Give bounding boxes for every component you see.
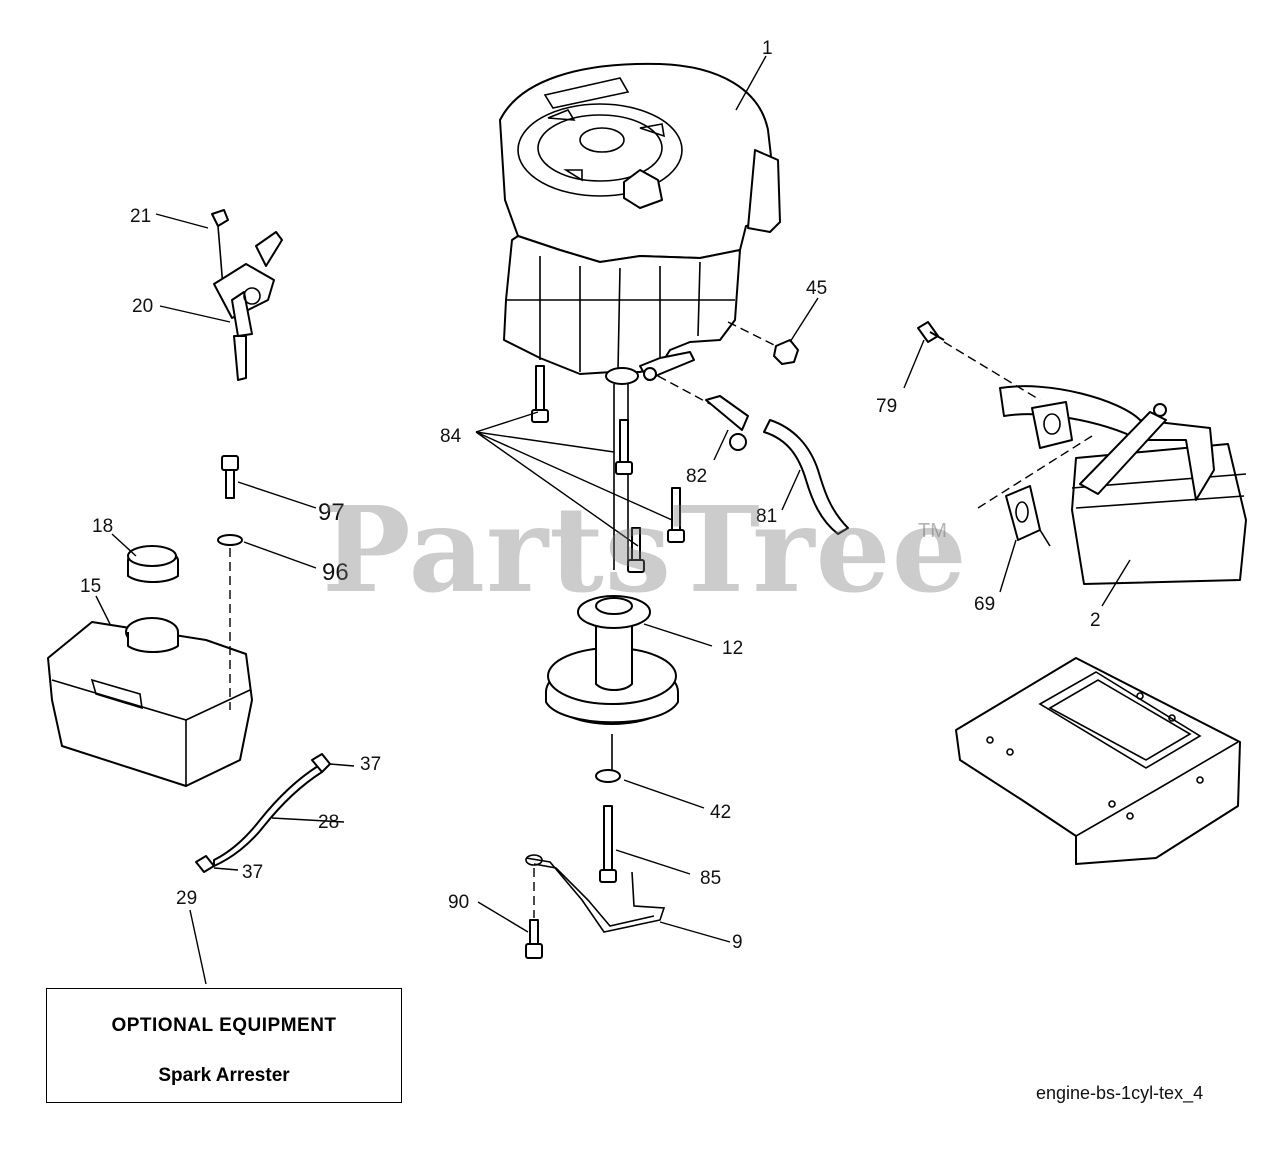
- callout-20: 20: [132, 296, 153, 317]
- callout-84: 84: [440, 426, 462, 447]
- fuel-line-part: [195, 753, 331, 873]
- nut-part: [773, 339, 799, 365]
- callout-37-top: 37: [360, 754, 381, 775]
- callout-85: 85: [700, 868, 721, 889]
- bolt-84-set: [531, 365, 685, 573]
- trademark-mark: TM: [918, 520, 947, 542]
- bracket-part: [525, 854, 666, 933]
- callout-81: 81: [756, 506, 777, 527]
- washer-bolt-42-85: [595, 769, 621, 883]
- engine-mount-plate: [955, 657, 1241, 865]
- muffler-part: [999, 385, 1247, 585]
- optional-equipment-item: Spark Arrester: [158, 1065, 290, 1086]
- callout-69: 69: [974, 594, 995, 615]
- pulley-part: [545, 595, 679, 725]
- callout-90: 90: [448, 892, 469, 913]
- fuel-tank-part: [47, 545, 253, 787]
- callout-79: 79: [876, 396, 897, 417]
- gasket-part: [977, 435, 1093, 547]
- callout-21: 21: [130, 206, 151, 227]
- callout-2: 2: [1090, 610, 1101, 631]
- bolt-79-part: [917, 321, 1041, 401]
- diagram-code: engine-bs-1cyl-tex_4: [1036, 1083, 1204, 1103]
- engine-part: [499, 62, 781, 385]
- leader-lines: [95, 55, 1131, 985]
- throttle-control-part: [211, 209, 283, 381]
- callout-82: 82: [686, 466, 707, 487]
- callout-1: 1: [762, 38, 773, 59]
- callout-12: 12: [722, 638, 743, 659]
- bolt-washer-97-96: [217, 455, 243, 710]
- callout-96: 96: [322, 559, 349, 586]
- optional-equipment-title: OPTIONAL EQUIPMENT: [111, 1015, 337, 1036]
- bolt-90-part: [525, 868, 543, 959]
- watermark: PartsTree: [322, 480, 968, 619]
- fitting-hose-part: [657, 375, 849, 535]
- callout-28: 28: [318, 812, 339, 833]
- callout-42: 42: [710, 802, 731, 823]
- callout-18: 18: [92, 516, 113, 537]
- optional-equipment-box: OPTIONAL EQUIPMENT Spark Arrester: [46, 988, 402, 1103]
- callout-37-bottom: 37: [242, 862, 263, 883]
- callout-29: 29: [176, 888, 197, 909]
- callout-97: 97: [318, 499, 345, 526]
- callout-9: 9: [732, 932, 743, 953]
- callout-45: 45: [806, 278, 827, 299]
- callout-15: 15: [80, 576, 101, 597]
